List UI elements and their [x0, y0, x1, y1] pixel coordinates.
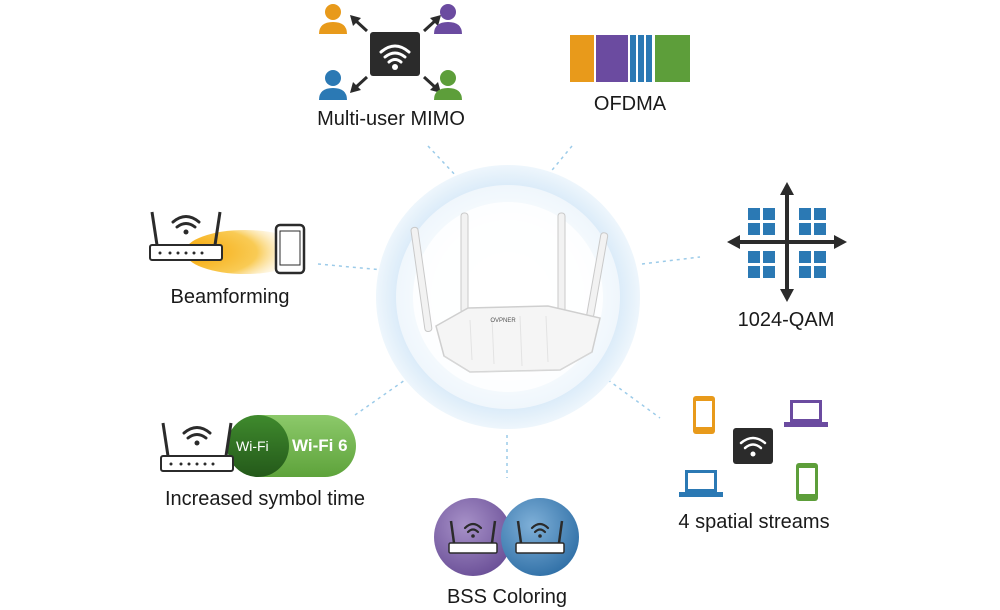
- phone-orange-icon: [693, 396, 715, 434]
- bss-coloring-icon: [434, 498, 579, 576]
- phone-green-icon: [796, 463, 818, 501]
- badge-wifi: Wi-Fi: [236, 438, 269, 454]
- wifi-box-icon-2: [733, 428, 773, 464]
- badge-wifi-6: Wi-Fi 6: [292, 436, 348, 455]
- beamforming-icon: [149, 211, 306, 275]
- connector-spatial: [607, 379, 661, 419]
- user-blue-icon: [319, 70, 347, 100]
- label-increased-symbol-time: Increased symbol time: [164, 488, 366, 510]
- label-multi-user-mimo: Multi-user MIMO: [317, 108, 465, 130]
- symbol-time-icon: [160, 415, 356, 477]
- antenna-1: [410, 226, 433, 333]
- ofdma-block-blue-2: [638, 35, 644, 82]
- router-image: OVPNER: [410, 212, 609, 373]
- label-4-spatial-streams: 4 spatial streams: [678, 511, 830, 533]
- ofdma-icon: [570, 35, 690, 82]
- router-brand: OVPNER: [490, 318, 516, 324]
- router-tiny-left-icon: [448, 520, 498, 554]
- center-router-halo: OVPNER: [376, 165, 640, 429]
- smartphone-icon: [274, 223, 306, 275]
- qam-constellation: [748, 208, 826, 278]
- user-green-icon: [434, 70, 462, 100]
- mu-mimo-icon: [319, 4, 462, 100]
- router-small-icon-2: [160, 422, 234, 472]
- qam-icon: [727, 182, 847, 302]
- qam-axes: [737, 192, 837, 292]
- user-purple-icon: [434, 4, 462, 34]
- router-small-icon: [149, 211, 223, 261]
- connector-lines: [317, 145, 701, 478]
- ofdma-block-blue-3: [646, 35, 652, 82]
- router-tiny-right-icon: [515, 520, 565, 554]
- connector-beamforming: [317, 263, 384, 271]
- spatial-streams-icon: [679, 396, 828, 501]
- laptop-purple-icon: [784, 400, 828, 427]
- ofdma-block-blue-1: [630, 35, 636, 82]
- connector-qam: [641, 256, 701, 265]
- router-body: [435, 305, 601, 373]
- ofdma-block-purple: [596, 35, 628, 82]
- antenna-3: [557, 212, 566, 314]
- wifi-legacy-circle: [227, 415, 289, 477]
- ofdma-block-orange: [570, 35, 594, 82]
- connector-mimo: [427, 145, 459, 179]
- label-ofdma: OFDMA: [593, 93, 667, 115]
- connector-ofdma: [547, 145, 573, 176]
- laptop-blue-icon: [679, 470, 723, 497]
- connector-symbol-time: [354, 379, 406, 416]
- antenna-2: [460, 212, 469, 314]
- label-beamforming: Beamforming: [170, 286, 290, 308]
- ofdma-block-green: [655, 35, 690, 82]
- user-orange-icon: [319, 4, 347, 34]
- label-1024-qam: 1024-QAM: [737, 309, 835, 331]
- label-bss-coloring: BSS Coloring: [446, 586, 568, 608]
